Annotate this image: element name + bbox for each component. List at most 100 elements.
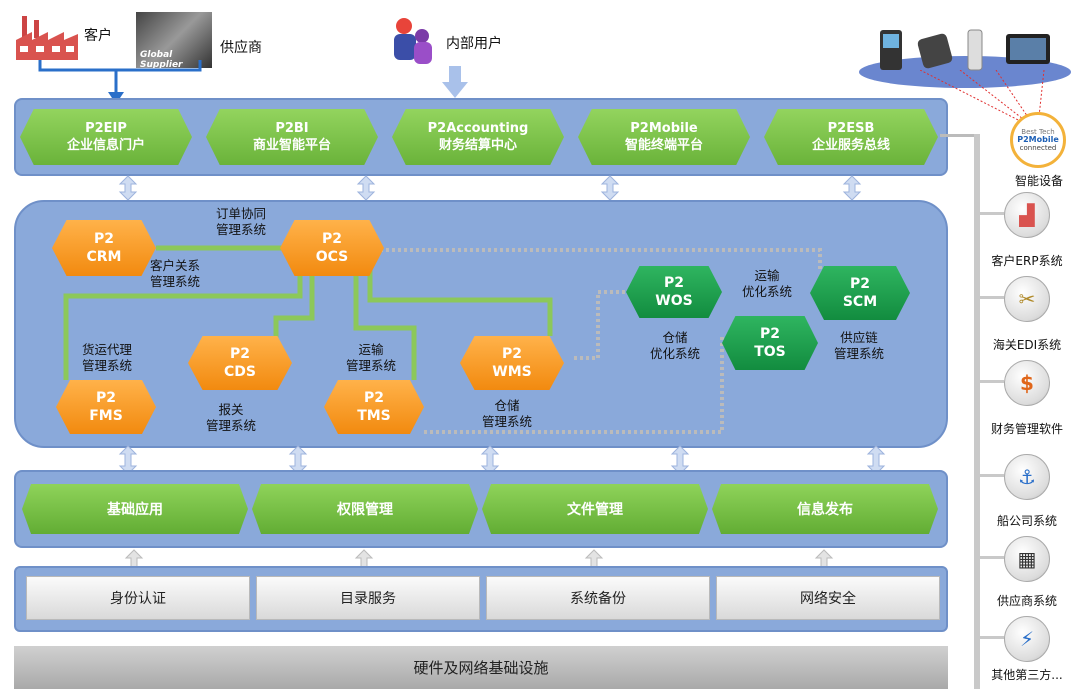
foundation-info-publish[interactable]: 信息发布	[712, 484, 938, 534]
module-prefix: P2	[759, 326, 780, 342]
ocs-desc-line2: 管理系统	[216, 222, 267, 237]
connector-icon[interactable]: ⚡	[1004, 616, 1050, 662]
module-code: OCS	[315, 249, 349, 265]
portal-name: 财务结算中心	[438, 138, 517, 153]
wms-desc-line1: 仓储	[494, 398, 520, 413]
service-directory[interactable]: 目录服务	[256, 576, 480, 620]
cds-desc-line1: 报关	[218, 402, 244, 417]
module-tos[interactable]: P2 TOS	[722, 316, 818, 370]
side-branch	[978, 556, 1004, 559]
portal-name: 商业智能平台	[252, 138, 331, 153]
module-prefix: P2	[849, 276, 870, 292]
wos-desc: 仓储 优化系统	[650, 330, 700, 362]
foundation-permission[interactable]: 权限管理	[252, 484, 478, 534]
customer-factory-icon	[14, 14, 80, 60]
portal-p2bi[interactable]: P2BI 商业智能平台	[206, 109, 378, 165]
supplier-label: 供应商	[220, 40, 262, 56]
portal-name: 企业服务总线	[811, 138, 890, 153]
esb-side-connector	[940, 134, 980, 137]
finance-icon[interactable]: $	[1004, 360, 1050, 406]
customs-tools-icon[interactable]: ✂	[1004, 276, 1050, 322]
module-prefix: P2	[95, 390, 116, 406]
crm-desc-line1: 客户关系	[150, 258, 201, 273]
portal-p2esb[interactable]: P2ESB 企业服务总线	[764, 109, 938, 165]
ocs-desc-line1: 订单协同	[216, 206, 267, 221]
portal-code: P2BI	[275, 121, 309, 136]
portal-code: P2Accounting	[427, 121, 529, 136]
supplier-image-text: Global Supplier	[140, 50, 183, 68]
core-foundation-arrows	[118, 445, 886, 475]
side-label-supplier: 供应商系统	[996, 594, 1057, 608]
side-label-customs: 海关EDI系统	[992, 338, 1062, 352]
side-branch	[978, 380, 1004, 383]
tms-desc-line2: 管理系统	[346, 358, 397, 373]
portal-p2eip[interactable]: P2EIP 企业信息门户	[20, 109, 192, 165]
module-wms[interactable]: P2 WMS	[460, 336, 564, 390]
module-ocs[interactable]: P2 OCS	[280, 220, 384, 276]
module-prefix: P2	[501, 346, 522, 362]
internal-user-label: 内部用户	[446, 36, 502, 52]
tos-desc-line2: 优化系统	[742, 284, 793, 299]
foundation-file-mgmt[interactable]: 文件管理	[482, 484, 708, 534]
wos-desc-line1: 仓储	[662, 330, 688, 345]
module-code: TOS	[754, 344, 786, 360]
module-tms[interactable]: P2 TMS	[324, 380, 424, 434]
module-wos[interactable]: P2 WOS	[626, 266, 722, 318]
module-crm[interactable]: P2 CRM	[52, 220, 156, 276]
service-backup[interactable]: 系统备份	[486, 576, 710, 620]
service-network-security[interactable]: 网络安全	[716, 576, 940, 620]
module-prefix: P2	[363, 390, 384, 406]
cds-desc-line2: 管理系统	[206, 418, 257, 433]
side-label-erp: 客户ERP系统	[991, 254, 1063, 268]
portal-p2mobile[interactable]: P2Mobile 智能终端平台	[578, 109, 750, 165]
side-bus-line	[974, 134, 980, 689]
side-branch	[978, 474, 1004, 477]
side-branch	[978, 636, 1004, 639]
fms-desc: 货运代理 管理系统	[82, 342, 132, 374]
ocs-desc: 订单协同 管理系统	[216, 206, 266, 238]
module-fms[interactable]: P2 FMS	[56, 380, 156, 434]
side-label-shipping: 船公司系统	[996, 514, 1057, 528]
module-prefix: P2	[321, 231, 342, 247]
portal-code: P2ESB	[827, 121, 875, 136]
portal-code: P2EIP	[85, 121, 127, 136]
scm-desc-line2: 管理系统	[834, 346, 885, 361]
service-up-arrows	[124, 549, 834, 569]
badge-sub: connected	[1019, 144, 1057, 152]
factory-icon[interactable]: ▟	[1004, 192, 1050, 238]
internal-user-icon	[386, 14, 438, 70]
tms-desc-line1: 运输	[358, 342, 384, 357]
side-branch	[978, 212, 1004, 215]
side-branch	[978, 296, 1004, 299]
anchor-icon[interactable]: ⚓	[1004, 454, 1050, 500]
portal-p2accounting[interactable]: P2Accounting 财务结算中心	[392, 109, 564, 165]
tms-desc: 运输 管理系统	[346, 342, 396, 374]
infrastructure-bar: 硬件及网络基础设施	[14, 646, 948, 689]
side-label-third-party: 其他第三方...	[991, 668, 1063, 682]
tos-desc: 运输 优化系统	[742, 268, 792, 300]
foundation-basic-app[interactable]: 基础应用	[22, 484, 248, 534]
portal-name: 智能终端平台	[624, 138, 703, 153]
p2mobile-badge[interactable]: Best Tech P2Mobile connected	[1010, 112, 1066, 168]
portal-name: 企业信息门户	[66, 138, 145, 153]
module-code: CRM	[86, 249, 122, 265]
wos-desc-line2: 优化系统	[650, 346, 701, 361]
core-connections	[63, 245, 822, 434]
module-code: WOS	[655, 293, 693, 309]
scm-desc: 供应链 管理系统	[834, 330, 884, 362]
infrastructure-label: 硬件及网络基础设施	[413, 659, 549, 677]
module-prefix: P2	[663, 275, 684, 291]
scm-desc-line1: 供应链	[840, 330, 878, 345]
badge-brand: P2Mobile	[1017, 135, 1059, 144]
side-label-smart-device: 智能设备	[1014, 174, 1063, 188]
module-scm[interactable]: P2 SCM	[810, 266, 910, 320]
module-code: WMS	[492, 364, 532, 380]
side-label-finance: 财务管理软件	[990, 422, 1063, 436]
module-cds[interactable]: P2 CDS	[188, 336, 292, 390]
service-identity-auth[interactable]: 身份认证	[26, 576, 250, 620]
module-code: FMS	[89, 408, 123, 424]
fms-desc-line2: 管理系统	[82, 358, 133, 373]
customer-label: 客户	[84, 28, 112, 44]
internal-user-arrow	[442, 66, 468, 98]
supplier-icon[interactable]: ▦	[1004, 536, 1050, 582]
